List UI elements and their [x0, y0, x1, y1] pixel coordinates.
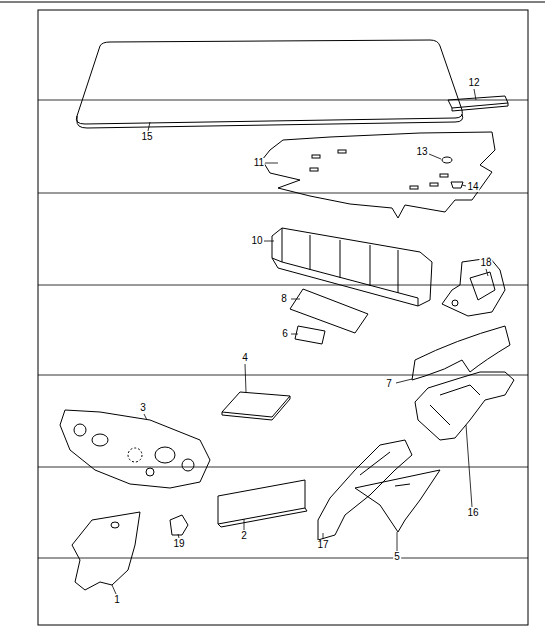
leader	[265, 163, 278, 164]
callout-number: 17	[316, 540, 329, 550]
pad-hole	[111, 522, 119, 528]
callout-number: 5	[393, 552, 401, 562]
nut	[451, 182, 463, 188]
row-dividers	[38, 100, 528, 558]
divider	[38, 558, 528, 559]
callout-number: 12	[467, 78, 480, 88]
strip-pad	[218, 480, 307, 527]
bracket	[442, 258, 505, 316]
bracket-hole	[452, 300, 458, 306]
callout-number: 15	[140, 132, 153, 142]
top-rule	[0, 2, 545, 3]
leader-lines	[112, 89, 488, 594]
leader	[486, 269, 488, 276]
leader	[396, 379, 412, 383]
gusset-pad	[355, 470, 440, 532]
leader	[244, 519, 245, 530]
callout-number: 7	[385, 379, 393, 389]
callout-number: 1	[113, 595, 121, 605]
divider	[38, 467, 528, 468]
leader	[291, 334, 298, 335]
panel-holes	[74, 424, 194, 476]
leader	[466, 425, 472, 507]
side-pad	[72, 512, 140, 590]
callout-number: 14	[466, 182, 479, 192]
insulation-panel	[262, 132, 495, 218]
channel-insulation	[318, 440, 412, 540]
small-pad	[170, 515, 188, 535]
frame	[38, 10, 528, 625]
leader	[462, 185, 466, 186]
leader	[264, 241, 274, 242]
callout-number: 10	[250, 236, 263, 246]
leader	[178, 534, 179, 538]
mat-edge	[77, 114, 463, 128]
callout-number: 4	[241, 353, 249, 363]
pad-small	[295, 326, 325, 344]
leader	[112, 585, 116, 594]
leader	[397, 532, 398, 551]
foam-block	[272, 228, 432, 306]
callout-number: 16	[466, 508, 479, 518]
callout-number: 11	[253, 158, 265, 168]
bulkhead-panel	[60, 410, 210, 488]
callout-number: 18	[479, 258, 492, 268]
leader	[144, 414, 147, 420]
callout-number: 3	[139, 403, 147, 413]
clip	[442, 157, 452, 163]
duct	[415, 372, 514, 440]
leader	[323, 533, 324, 539]
callout-number: 2	[240, 531, 248, 541]
callout-number: 8	[280, 294, 288, 304]
divider	[38, 193, 528, 194]
leader	[148, 122, 150, 131]
divider	[38, 285, 528, 286]
block-ribs	[310, 235, 398, 293]
leader	[474, 89, 476, 100]
floor-mat	[76, 40, 462, 124]
leader	[245, 364, 246, 392]
callout-number: 6	[281, 329, 289, 339]
callout-number: 13	[415, 147, 428, 157]
divider	[38, 375, 528, 376]
strip	[448, 96, 508, 111]
leader	[429, 154, 441, 159]
pad-square	[222, 392, 290, 420]
leader	[291, 299, 300, 300]
callout-number: 19	[172, 539, 185, 549]
